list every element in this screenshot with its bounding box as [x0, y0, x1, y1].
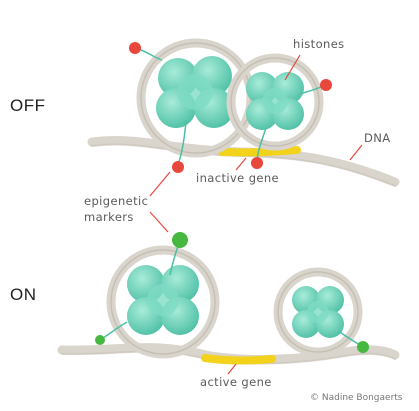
histone-octamer-off-right: [246, 72, 304, 130]
marker-off-3: [251, 157, 263, 169]
label-inactive-gene: inactive gene: [196, 171, 280, 185]
pointer-histones: [284, 54, 301, 81]
nucleosome-on-left: [106, 245, 220, 359]
nucleosome-off-left: [136, 38, 256, 158]
marker-off-4: [320, 79, 332, 91]
marker-on-2: [95, 335, 105, 345]
label-active-gene: active gene: [200, 375, 272, 389]
marker-off-1: [129, 42, 141, 54]
pointer-inactive-gene: [235, 157, 247, 171]
state-label-on: ON: [10, 285, 37, 304]
histone-octamer-off-left: [156, 56, 234, 128]
label-epigenetic-line1: epigenetic: [84, 194, 149, 208]
inactive-gene-segment: [218, 146, 301, 157]
pointer-dna: [349, 144, 363, 161]
label-dna: DNA: [364, 131, 391, 145]
label-epigenetic-line2: markers: [84, 210, 134, 224]
histone-octamer-on-right: [292, 286, 344, 338]
marker-on-3: [357, 341, 369, 353]
pointer-markers-on: [149, 211, 169, 233]
nucleosome-on-right: [273, 267, 363, 357]
histone-octamer-on-left: [127, 265, 199, 335]
marker-off-2: [172, 161, 184, 173]
pointer-markers-off: [149, 171, 171, 197]
nucleosome-off-right: [226, 53, 324, 151]
pointer-active-gene: [227, 363, 237, 375]
active-gene-segment: [201, 354, 276, 365]
credit-text: © Nadine Bongaerts: [310, 393, 403, 403]
markers-on: [95, 232, 369, 353]
marker-on-1: [172, 232, 188, 248]
markers-off: [129, 42, 332, 173]
label-histones: histones: [293, 37, 345, 51]
state-label-off: OFF: [10, 96, 46, 115]
